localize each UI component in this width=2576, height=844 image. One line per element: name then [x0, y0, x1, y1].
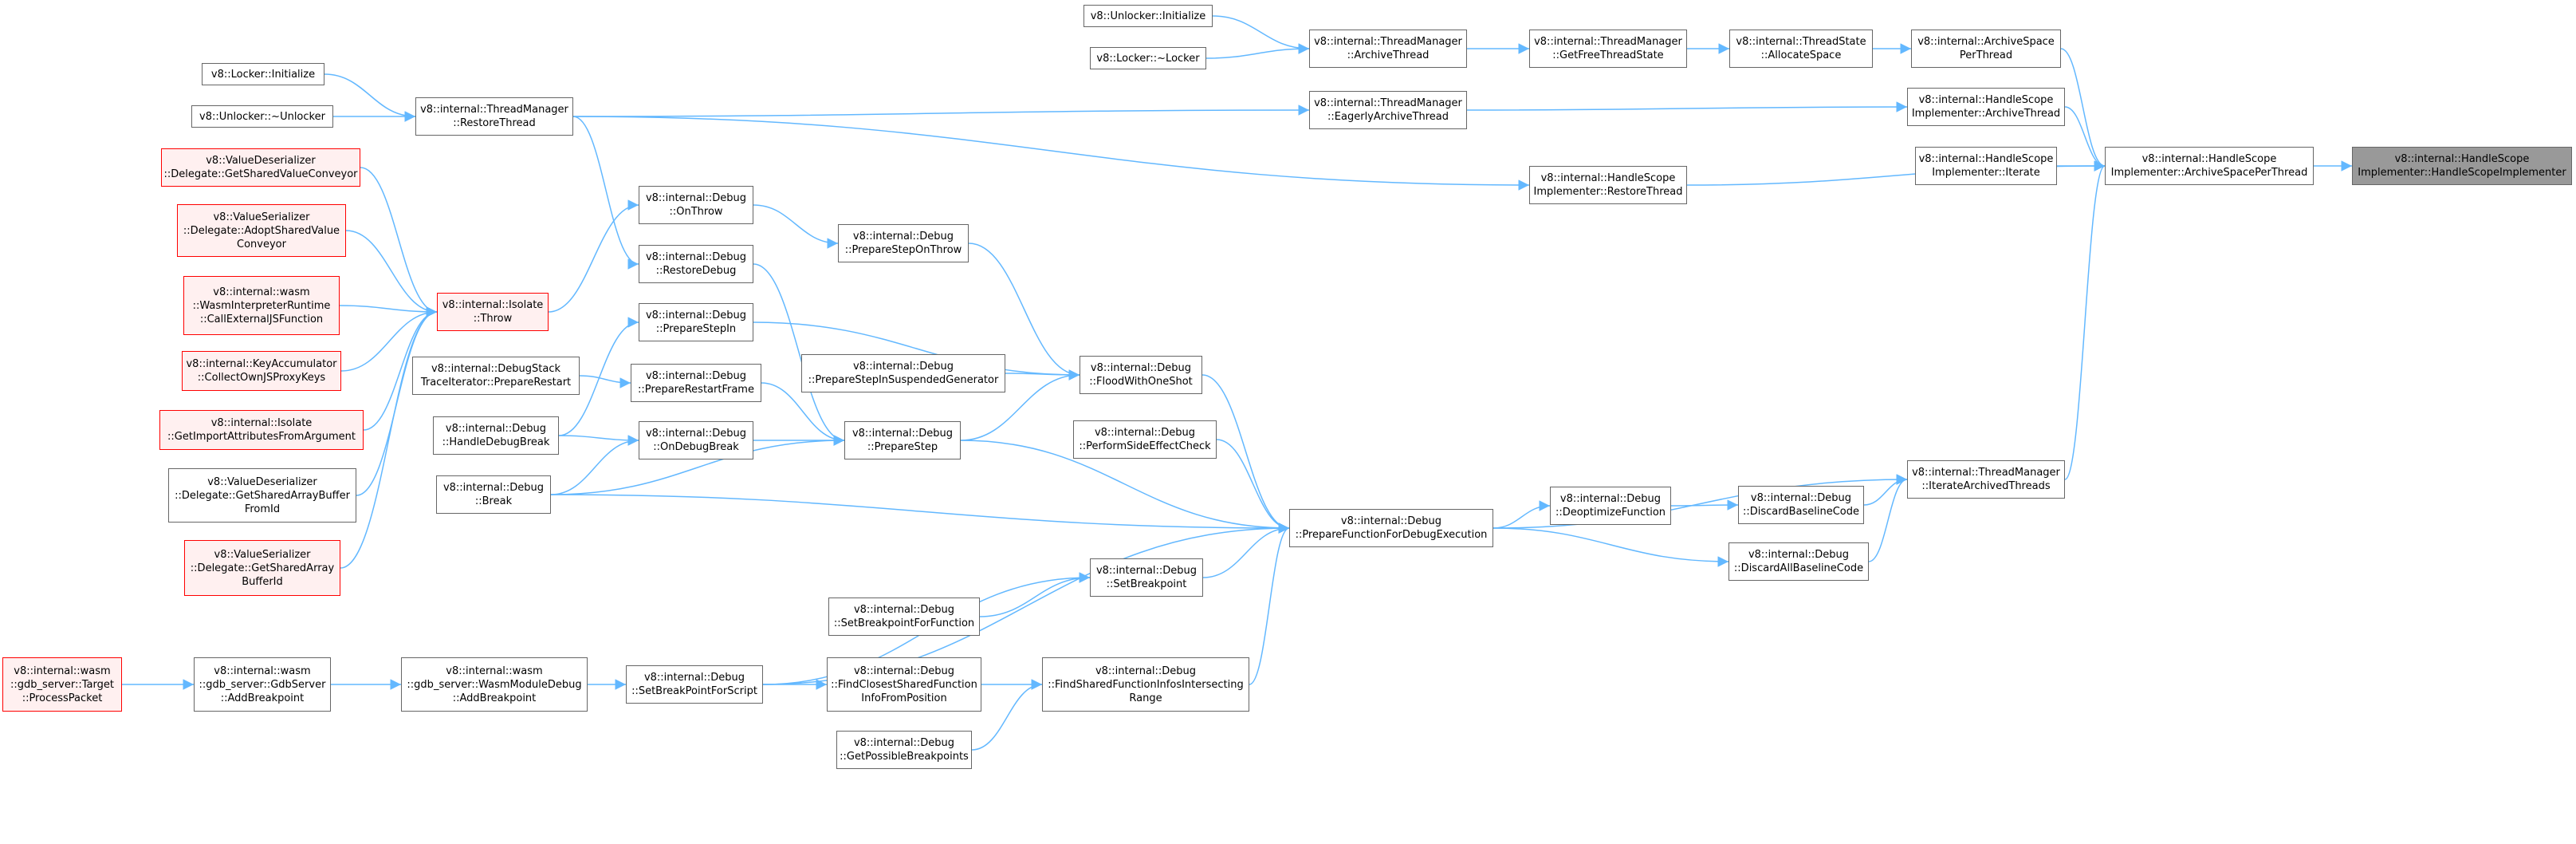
edge-n_d_getpossible-to-n_d_findshared: [971, 679, 1043, 751]
edge-n_d_prepfunc-to-n_d_deopt: [1493, 500, 1551, 529]
node-debug-onthrow[interactable]: v8::internal::Debug ::OnThrow: [639, 186, 753, 224]
node-wasm-wasmmoduledebug-addbreakpoint[interactable]: v8::internal::wasm ::gdb_server::WasmMod…: [401, 657, 588, 712]
node-debug-floodwithoneshot[interactable]: v8::internal::Debug ::FloodWithOneShot: [1080, 356, 1202, 394]
node-debug-preparestepinsuspendedgenerator[interactable]: v8::internal::Debug ::PrepareStepInSuspe…: [801, 354, 1005, 392]
node-debug-findsharedfunctioninfosintersectingrange[interactable]: v8::internal::Debug ::FindSharedFunction…: [1042, 657, 1249, 712]
edge-n_d_steponthrow-to-n_d_flood: [968, 243, 1080, 381]
edge-n_vd_getsharedval-to-n_iso_throw: [360, 167, 438, 317]
edge-n_d_findshared-to-n_d_prepfunc: [1249, 523, 1290, 685]
node-debug-setbreakpoint[interactable]: v8::internal::Debug ::SetBreakpoint: [1090, 558, 1203, 597]
node-debug-handledebugbreak[interactable]: v8::internal::Debug ::HandleDebugBreak: [433, 416, 559, 455]
edge-n_d_setbpfunc-to-n_d_setbp: [979, 572, 1091, 617]
node-threadmanager-restorethread[interactable]: v8::internal::ThreadManager ::RestoreThr…: [415, 97, 573, 136]
node-debug-preparesteponthrow[interactable]: v8::internal::Debug ::PrepareStepOnThrow: [838, 224, 969, 262]
edge-n_iso_throw-to-n_d_onthrow: [548, 199, 639, 313]
edge-n_tm_iterate-to-n_hsi_archspace: [2064, 160, 2106, 480]
node-keyaccumulator-collectownjsproxykeys[interactable]: v8::internal::KeyAccumulator ::CollectOw…: [182, 351, 341, 391]
node-debug-discardallbaselinecode[interactable]: v8::internal::Debug ::DiscardAllBaseline…: [1728, 542, 1869, 581]
node-threadmanager-eagerlyarchivethread[interactable]: v8::internal::ThreadManager ::EagerlyArc…: [1309, 91, 1467, 129]
edge-n_tm_restore-to-n_tm_eager: [572, 105, 1310, 117]
node-wasm-gdbserver-addbreakpoint[interactable]: v8::internal::wasm ::gdb_server::GdbServ…: [194, 657, 331, 712]
node-isolate-throw[interactable]: v8::internal::Isolate ::Throw: [437, 293, 549, 331]
edge-n_d_break-to-n_d_prepfunc: [550, 494, 1290, 534]
node-debug-preparestep[interactable]: v8::internal::Debug ::PrepareStep: [844, 421, 961, 459]
edge-n_locker_init-to-n_tm_restore: [324, 73, 416, 122]
node-debug-preparestepin[interactable]: v8::internal::Debug ::PrepareStepIn: [639, 303, 753, 341]
edge-n_keyacc-to-n_iso_throw: [340, 306, 438, 372]
edge-n_locker_dtor-to-n_tm_archive: [1205, 43, 1310, 59]
node-threadstate-allocatespace[interactable]: v8::internal::ThreadState ::AllocateSpac…: [1729, 30, 1873, 68]
node-handlescopeimplementer-iterate[interactable]: v8::internal::HandleScope Implementer::I…: [1915, 147, 2057, 185]
edge-n_d_break-to-n_d_preparestep: [550, 435, 845, 495]
edge-n_d_prepfunc-to-n_tm_iterate: [1493, 474, 1908, 529]
node-debug-preparefunctionfordebugexecution[interactable]: v8::internal::Debug ::PrepareFunctionFor…: [1289, 509, 1493, 547]
node-debug-discardbaselinecode[interactable]: v8::internal::Debug ::DiscardBaselineCod…: [1738, 486, 1864, 524]
node-debugstacktraceiterator-preparerestart[interactable]: v8::internal::DebugStack TraceIterator::…: [412, 357, 580, 395]
node-wasminterpreterruntime-callexternaljsfunction[interactable]: v8::internal::wasm ::WasmInterpreterRunt…: [183, 276, 340, 335]
node-unlocker-initialize[interactable]: v8::Unlocker::Initialize: [1083, 5, 1213, 27]
edge-n_tm_eager-to-n_hsi_archive: [1466, 101, 1908, 112]
node-handlescopeimplementer-current: v8::internal::HandleScope Implementer::H…: [2352, 147, 2572, 185]
edge-n_vs_getsab-to-n_iso_throw: [340, 306, 438, 569]
node-archivespaceperthread[interactable]: v8::internal::ArchiveSpace PerThread: [1911, 30, 2061, 68]
node-debug-preparerestartframe[interactable]: v8::internal::Debug ::PrepareRestartFram…: [631, 364, 761, 402]
edge-n_d_prepfunc-to-n_d_discardall: [1493, 527, 1729, 567]
edge-n_d_discardall-to-n_tm_iterate: [1868, 474, 1908, 562]
node-debug-break[interactable]: v8::internal::Debug ::Break: [436, 475, 551, 514]
edge-n_tm_restore-to-n_hsi_restore: [572, 116, 1530, 191]
node-locker-destructor[interactable]: v8::Locker::~Locker: [1090, 47, 1206, 69]
node-valueserializer-adoptsharedvalueconveyor[interactable]: v8::ValueSerializer ::Delegate::AdoptSha…: [177, 204, 346, 257]
node-debug-performsideeffectcheck[interactable]: v8::internal::Debug ::PerformSideEffectC…: [1073, 420, 1217, 459]
node-debug-ondebugbreak[interactable]: v8::internal::Debug ::OnDebugBreak: [639, 421, 753, 459]
node-debug-setbreakpointforfunction[interactable]: v8::internal::Debug ::SetBreakpointForFu…: [828, 598, 980, 636]
edge-n_d_restoredebug-to-n_d_preparestep: [753, 263, 845, 446]
edge-n_d_flood-to-n_d_prepfunc: [1201, 374, 1290, 534]
edge-n_d_stepinsusp-to-n_d_flood: [1005, 369, 1080, 381]
edge-n_d_stepin-to-n_d_flood: [753, 321, 1080, 381]
node-threadmanager-getfreethreadstate[interactable]: v8::internal::ThreadManager ::GetFreeThr…: [1529, 30, 1687, 68]
node-locker-initialize[interactable]: v8::Locker::Initialize: [202, 63, 324, 85]
node-handlescopeimplementer-archivethread[interactable]: v8::internal::HandleScope Implementer::A…: [1907, 88, 2065, 126]
edge-n_d_sideeffect-to-n_d_prepfunc: [1216, 439, 1290, 534]
node-debug-setbreakpointforscript[interactable]: v8::internal::Debug ::SetBreakPointForSc…: [626, 665, 763, 704]
edge-n_d_onthrow-to-n_d_steponthrow: [753, 204, 839, 249]
node-threadmanager-iteratearchivedthreads[interactable]: v8::internal::ThreadManager ::IterateArc…: [1907, 460, 2065, 499]
edge-n_d_deopt-to-n_d_discardbase: [1670, 499, 1739, 511]
node-handlescopeimplementer-archivespaceperthread[interactable]: v8::internal::HandleScope Implementer::A…: [2105, 147, 2314, 185]
node-threadmanager-archivethread[interactable]: v8::internal::ThreadManager ::ArchiveThr…: [1309, 30, 1467, 68]
edge-n_d_restartframe-to-n_d_preparestep: [761, 382, 845, 446]
node-unlocker-destructor[interactable]: v8::Unlocker::~Unlocker: [191, 105, 333, 128]
edge-n_d_setbp-to-n_d_prepfunc: [1202, 523, 1290, 578]
edge-n_d_break-to-n_d_ondebugbreak: [550, 435, 639, 495]
node-valuedeserializer-getsharedvalueconveyor[interactable]: v8::ValueDeserializer ::Delegate::GetSha…: [161, 148, 360, 187]
node-isolate-getimportattributesfromargument[interactable]: v8::internal::Isolate ::GetImportAttribu…: [159, 410, 364, 450]
node-handlescopeimplementer-restorethread[interactable]: v8::internal::HandleScope Implementer::R…: [1529, 166, 1687, 204]
edge-n_dst_restart-to-n_d_restartframe: [579, 375, 631, 388]
edge-n_vs_adopt-to-n_iso_throw: [345, 230, 438, 317]
edge-n_unlocker_init-to-n_tm_archive: [1212, 15, 1310, 54]
node-debug-restoredebug[interactable]: v8::internal::Debug ::RestoreDebug: [639, 245, 753, 283]
edge-n_d_handlebreak-to-n_d_stepin: [558, 317, 639, 436]
node-valueserializer-getsharedarraybufferid[interactable]: v8::ValueSerializer ::Delegate::GetShare…: [184, 540, 340, 596]
node-valuedeserializer-getsharedarraybufferfromid[interactable]: v8::ValueDeserializer ::Delegate::GetSha…: [168, 468, 356, 523]
edge-n_wasm_interp-to-n_iso_throw: [339, 305, 438, 317]
node-debug-findclosestsharedfunctioninfofromposition[interactable]: v8::internal::Debug ::FindClosestSharedF…: [827, 657, 981, 712]
node-wasm-gdbserver-target-processpacket[interactable]: v8::internal::wasm ::gdb_server::Target …: [2, 657, 122, 712]
edge-n_tm_restore-to-n_d_restoredebug: [572, 116, 639, 270]
edge-n_d_handlebreak-to-n_d_ondebugbreak: [558, 435, 639, 446]
node-debug-getpossiblebreakpoints[interactable]: v8::internal::Debug ::GetPossibleBreakpo…: [836, 731, 972, 769]
edge-n_iso_getimport-to-n_iso_throw: [363, 306, 438, 431]
edge-n_d_preparestep-to-n_d_prepfunc: [960, 440, 1290, 534]
edge-n_d_preparestep-to-n_d_flood: [960, 369, 1080, 441]
node-debug-deoptimizefunction[interactable]: v8::internal::Debug ::DeoptimizeFunction: [1550, 487, 1671, 525]
